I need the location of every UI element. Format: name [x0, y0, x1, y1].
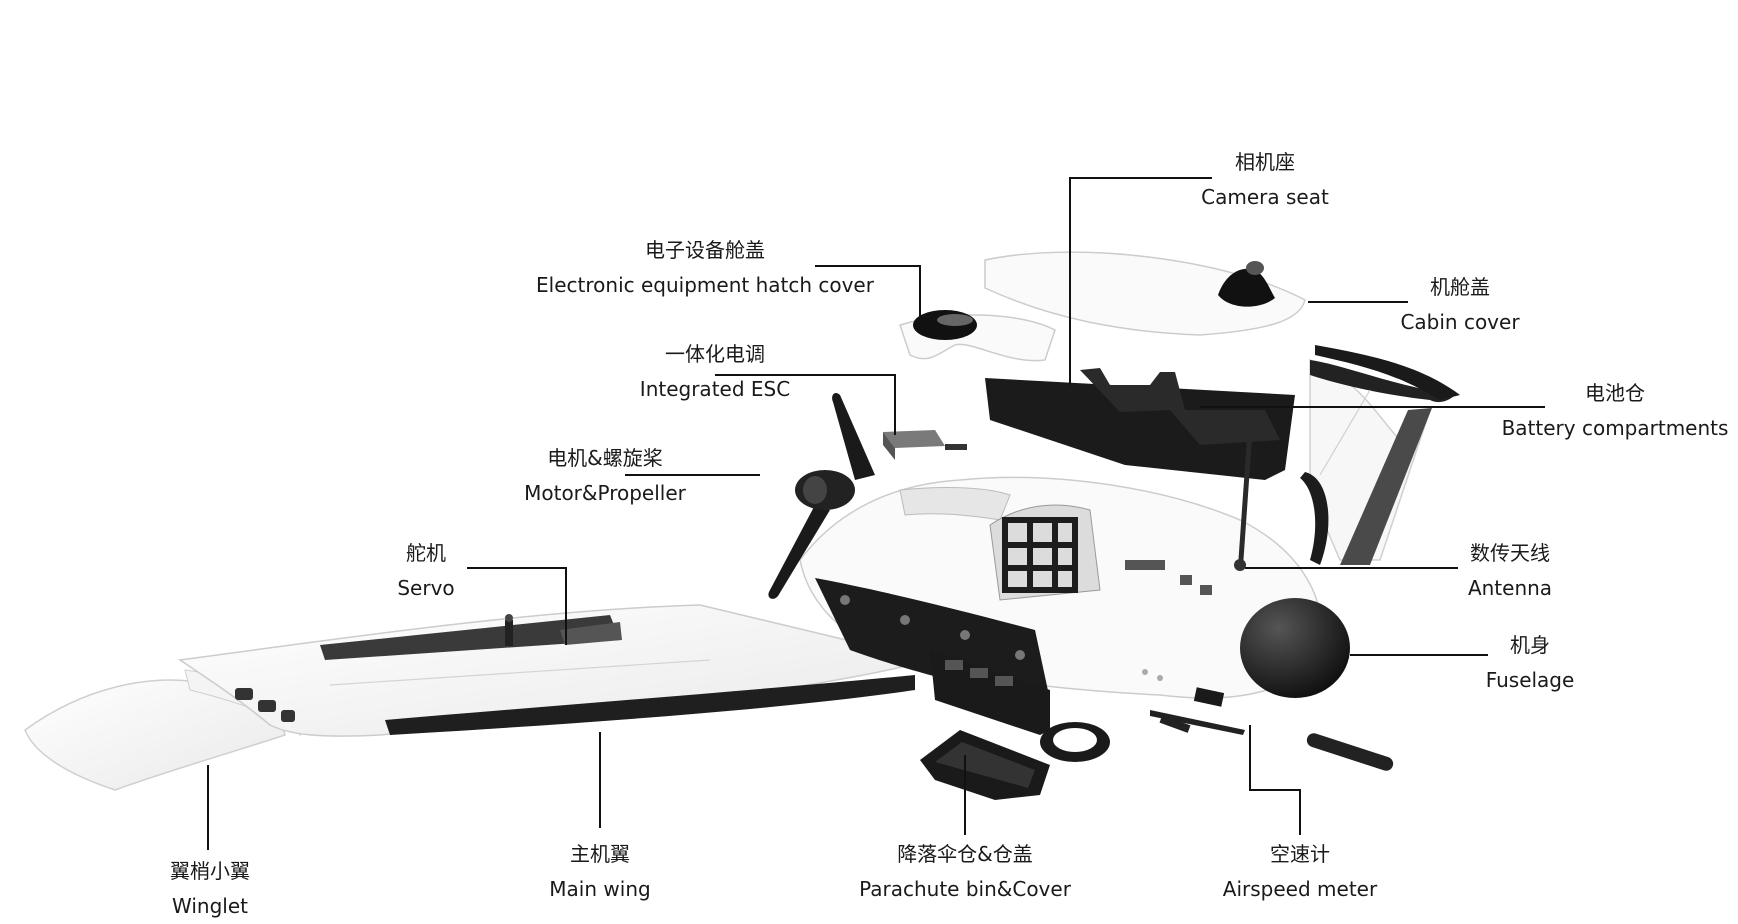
label-battery-en: Battery compartments: [1501, 416, 1729, 440]
label-cabin-cover: 机舱盖 Cabin cover: [1390, 270, 1530, 340]
label-camera-seat-en: Camera seat: [1201, 185, 1329, 209]
camera-seat-leader: [1069, 177, 1212, 385]
label-cabin-cover-zh: 机舱盖: [1430, 275, 1490, 299]
esc-part: [883, 430, 967, 460]
label-antenna-zh: 数传天线: [1470, 541, 1550, 565]
label-winglet: 翼梢小翼 Winglet: [150, 854, 270, 924]
fuselage-part: [799, 472, 1350, 700]
label-parachute: 降落伞仓&仓盖 Parachute bin&Cover: [855, 837, 1075, 907]
fuselage-side-panel: [815, 578, 1050, 700]
label-airspeed-zh: 空速计: [1270, 842, 1330, 866]
label-fuselage: 机身 Fuselage: [1470, 628, 1590, 698]
label-integrated-esc-zh: 一体化电调: [665, 342, 765, 366]
servo-leader: [467, 567, 567, 645]
wing-connectors: [235, 688, 295, 722]
label-motor-propeller: 电机&螺旋桨 Motor&Propeller: [515, 441, 695, 511]
ring-part: [1040, 722, 1110, 762]
label-servo-en: Servo: [397, 576, 455, 600]
servo-part: [505, 614, 513, 646]
label-battery: 电池仓 Battery compartments: [1500, 376, 1730, 446]
fuselage-frame: [1002, 517, 1078, 593]
label-antenna: 数传天线 Antenna: [1450, 536, 1570, 606]
battery-compartment-part: [985, 368, 1295, 571]
parachute-bin-part: [920, 650, 1050, 800]
label-electronic-hatch-zh: 电子设备舱盖: [645, 238, 765, 262]
label-integrated-esc-en: Integrated ESC: [639, 377, 791, 401]
label-servo-zh: 舵机: [406, 541, 446, 565]
airspeed-leader: [1249, 725, 1301, 835]
label-winglet-en: Winglet: [172, 894, 248, 918]
label-airspeed: 空速计 Airspeed meter: [1210, 837, 1390, 907]
label-camera-seat-zh: 相机座: [1235, 150, 1295, 174]
nose-cone: [1240, 598, 1350, 698]
leader-lines: [207, 177, 1545, 850]
label-parachute-en: Parachute bin&Cover: [859, 877, 1071, 901]
label-winglet-zh: 翼梢小翼: [170, 859, 250, 883]
airspeed-meter-part: [1150, 687, 1394, 771]
label-motor-propeller-zh: 电机&螺旋桨: [547, 446, 663, 470]
main-wing-part: [177, 604, 931, 737]
label-integrated-esc: 一体化电调 Integrated ESC: [630, 337, 800, 407]
label-electronic-hatch: 电子设备舱盖 Electronic equipment hatch cover: [535, 233, 875, 303]
label-fuselage-en: Fuselage: [1485, 668, 1575, 692]
motor-propeller-part: [768, 392, 875, 599]
label-battery-zh: 电池仓: [1585, 381, 1645, 405]
label-camera-seat: 相机座 Camera seat: [1185, 145, 1345, 215]
label-servo: 舵机 Servo: [386, 536, 466, 606]
label-parachute-zh: 降落伞仓&仓盖: [897, 842, 1033, 866]
right-wing-part: [1309, 358, 1455, 565]
label-main-wing: 主机翼 Main wing: [530, 837, 670, 907]
electronic-hatch-leader: [815, 265, 921, 318]
label-main-wing-zh: 主机翼: [570, 842, 630, 866]
label-fuselage-zh: 机身: [1510, 633, 1550, 657]
label-antenna-en: Antenna: [1467, 576, 1553, 600]
label-motor-propeller-en: Motor&Propeller: [524, 481, 686, 505]
cabin-cover-part: [984, 251, 1460, 400]
esc-leader: [715, 374, 896, 435]
label-airspeed-en: Airspeed meter: [1222, 877, 1378, 901]
label-cabin-cover-en: Cabin cover: [1400, 310, 1520, 334]
label-main-wing-en: Main wing: [549, 877, 651, 901]
label-electronic-hatch-en: Electronic equipment hatch cover: [536, 273, 874, 297]
electronic-hatch-cover-part: [899, 310, 1056, 362]
